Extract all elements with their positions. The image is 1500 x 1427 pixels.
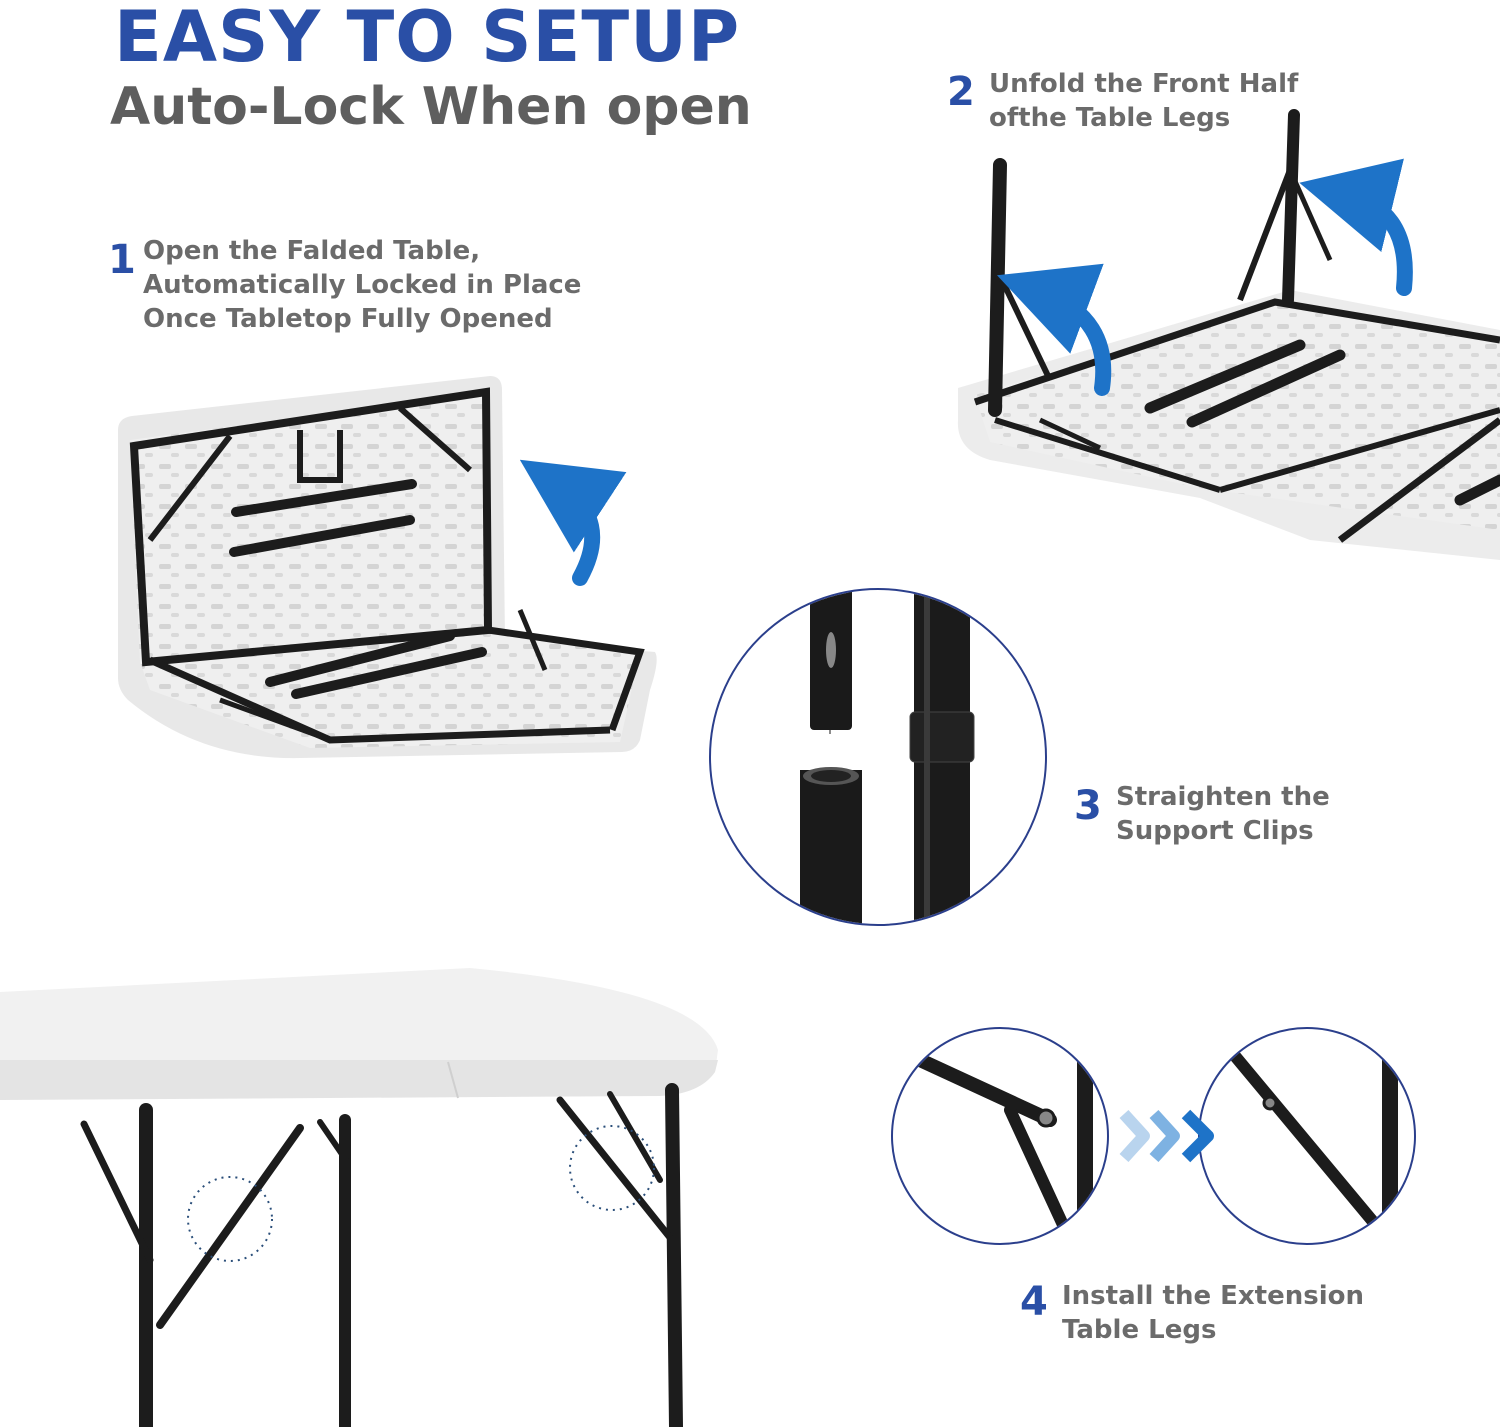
step-3-text: Straighten the Support Clips <box>1116 782 1330 846</box>
curved-arrow-icon <box>1299 158 1413 296</box>
step-1-number: 1 <box>108 237 136 283</box>
step-2-text: Unfold the Front Half ofthe Table Legs <box>989 69 1299 133</box>
support-clip-closeup <box>709 588 1047 926</box>
step-2-number: 2 <box>947 69 975 115</box>
page-subtitle: Auto-Lock When open <box>110 77 752 137</box>
step-3-number: 3 <box>1074 783 1102 829</box>
curved-arrow-icon <box>519 459 627 586</box>
curved-arrow-icon <box>997 263 1112 396</box>
assembled-table-illustration <box>0 968 718 1427</box>
folded-table-illustration <box>118 376 657 759</box>
step-4-text: Install the Extension Table Legs <box>1062 1281 1364 1345</box>
extension-legs-closeups <box>891 1027 1416 1245</box>
step-1-text: Open the Falded Table, Automatically Loc… <box>143 236 582 334</box>
upside-down-table-illustration <box>957 109 1500 560</box>
double-chevron-right-icon <box>1119 1109 1214 1163</box>
step-4-number: 4 <box>1020 1279 1048 1325</box>
page-title: EASY TO SETUP <box>114 0 741 78</box>
